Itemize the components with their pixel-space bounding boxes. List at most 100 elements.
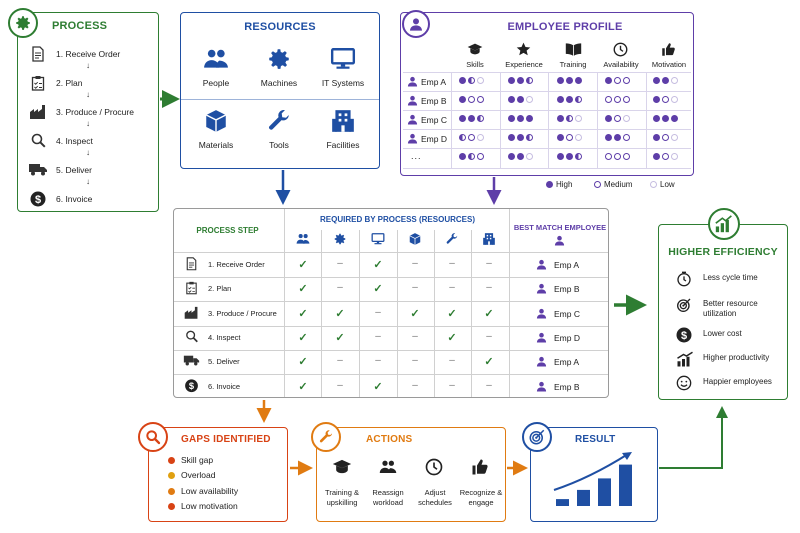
person-icon — [407, 114, 418, 125]
rating-dot — [575, 134, 582, 141]
best-match-employee: Emp B — [554, 284, 580, 295]
legend-label: Medium — [604, 180, 633, 189]
rating-dots — [653, 153, 680, 160]
smiley-icon — [676, 375, 692, 391]
efficiency-panel — [658, 224, 788, 400]
stopwatch-icon — [676, 271, 692, 287]
rating-dots — [605, 153, 632, 160]
rating-dots — [557, 153, 584, 160]
grid-line — [174, 301, 608, 302]
check-icon: ✓ — [298, 356, 308, 369]
rating-dot — [575, 96, 582, 103]
rating-dot — [468, 96, 475, 103]
rating-dot — [566, 153, 573, 160]
actions-title: ACTIONS — [366, 434, 413, 445]
person-icon — [407, 95, 418, 106]
wrench-icon — [445, 232, 459, 246]
gaps-title: GAPS IDENTIFIED — [181, 434, 271, 445]
dash-icon: – — [486, 379, 492, 391]
rating-dots — [459, 115, 486, 122]
grid-line — [403, 129, 691, 130]
growth-chart-icon — [676, 351, 694, 367]
gear-icon — [266, 46, 292, 72]
rating-dot — [662, 77, 669, 84]
grid-line — [403, 72, 691, 73]
grid-line — [451, 72, 452, 168]
clock-icon — [613, 42, 628, 57]
result-bar — [619, 464, 632, 506]
check-icon: ✓ — [447, 331, 457, 344]
rating-dot — [566, 134, 573, 141]
rating-dot — [614, 77, 621, 84]
grid-line — [174, 350, 608, 351]
dash-icon: – — [449, 258, 455, 269]
process-step-label: 5. Deliver — [56, 165, 92, 175]
rating-dot — [605, 96, 612, 103]
dash-icon: – — [375, 330, 381, 342]
rating-dots — [605, 96, 632, 103]
rating-dot — [508, 153, 515, 160]
rating-dot — [566, 115, 573, 122]
legend-swatch — [594, 181, 601, 188]
matrix-step-label: 5. Deliver — [208, 357, 240, 367]
dash-icon: – — [337, 282, 343, 294]
rating-dot — [575, 153, 582, 160]
resources-divider — [181, 99, 379, 100]
person-icon — [536, 381, 547, 392]
dash-icon: – — [337, 379, 343, 391]
action-label-line2: upskilling — [326, 498, 358, 507]
grid-line — [646, 72, 647, 168]
dash-icon: – — [486, 330, 492, 342]
rating-dot — [614, 115, 621, 122]
rating-dot — [468, 153, 475, 160]
rating-dot — [508, 96, 515, 103]
matrix-step-header: PROCESS STEP — [196, 226, 259, 235]
grid-line — [321, 230, 322, 397]
person-icon — [536, 332, 547, 343]
profile-column-label: Availability — [603, 60, 639, 69]
process-step-label: 3. Produce / Procure — [56, 107, 134, 117]
monitor-icon — [371, 232, 385, 246]
rating-dot — [459, 77, 466, 84]
box-icon — [408, 232, 422, 246]
rating-dot — [614, 153, 621, 160]
rating-dots — [459, 134, 486, 141]
result-bar — [556, 499, 569, 506]
dash-icon: – — [412, 330, 418, 342]
person-icon — [536, 259, 547, 270]
box-icon — [203, 108, 229, 134]
rating-dot — [477, 153, 484, 160]
rating-dot — [477, 77, 484, 84]
rating-dot — [557, 134, 564, 141]
book-icon — [565, 42, 582, 56]
rating-dot — [459, 115, 466, 122]
rating-dot — [526, 96, 533, 103]
rating-dot — [508, 115, 515, 122]
dash-icon: – — [449, 355, 455, 367]
person-icon — [402, 10, 430, 38]
rating-dot — [605, 115, 612, 122]
process-step-label: 2. Plan — [56, 78, 83, 88]
document-icon — [28, 46, 48, 62]
svg-text:$: $ — [189, 381, 195, 391]
best-match-employee: Emp A — [554, 260, 580, 270]
person-icon — [536, 283, 547, 294]
check-icon: ✓ — [335, 307, 345, 320]
action-label-line1: Recognize & — [459, 488, 503, 497]
rating-dots — [605, 134, 632, 141]
rating-dot — [526, 153, 533, 160]
legend-swatch — [650, 181, 657, 188]
dash-icon: – — [375, 306, 381, 318]
rating-dot — [671, 115, 678, 122]
down-arrow-icon: ↓ — [86, 119, 90, 128]
person-icon — [536, 356, 547, 367]
check-icon: ✓ — [298, 331, 308, 344]
rating-dot — [653, 77, 660, 84]
profile-column-label: Experience — [505, 60, 543, 69]
check-icon: ✓ — [373, 380, 383, 393]
rating-dot — [459, 153, 466, 160]
matrix-step-label: 3. Produce / Procure — [208, 308, 277, 318]
rating-dot — [671, 134, 678, 141]
rating-dot — [662, 153, 669, 160]
rating-dot — [623, 77, 630, 84]
